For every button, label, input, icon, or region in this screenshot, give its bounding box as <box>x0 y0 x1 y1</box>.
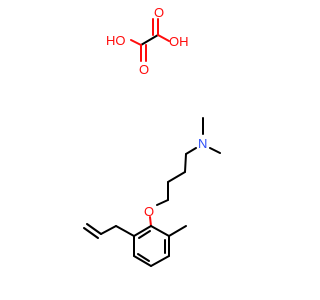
ring-double-2 <box>137 253 150 262</box>
allyl-double-1 <box>86 223 102 235</box>
ring-bond-4 <box>133 255 152 267</box>
oxalic-oh-left-label: HO <box>106 33 126 48</box>
oxalic-acid: HO OH O O <box>106 5 189 77</box>
amine-ether-molecule: N O <box>83 117 221 267</box>
oxalic-right-c-oh <box>157 34 170 42</box>
oxalic-o-left-label: O <box>139 62 149 77</box>
ether-o-label: O <box>144 204 154 219</box>
chain-bond-1 <box>184 153 187 173</box>
allyl-double-2 <box>83 227 99 239</box>
oxalic-cc-bond <box>140 34 159 46</box>
oxalic-o-right-label: O <box>154 5 164 20</box>
allyl-bond-2 <box>100 225 117 235</box>
chain-ether-bond <box>156 199 169 206</box>
ring-bond-1 <box>150 225 170 237</box>
ring-methyl-bond <box>168 225 187 237</box>
oxalic-oh-right-label: OH <box>169 34 189 49</box>
n-chain-bond <box>185 147 197 155</box>
ether-ring-bond <box>149 216 152 227</box>
amine-n-label: N <box>198 136 207 151</box>
molecule-diagram: HO OH O O N O <box>83 5 221 267</box>
ring-double-3 <box>138 230 151 239</box>
oxalic-left-c-oh <box>130 39 142 46</box>
chain-bond-2 <box>167 171 186 183</box>
n-methyl-bond-right <box>209 147 221 154</box>
ring-bond-3 <box>150 255 170 267</box>
ring-bond-6 <box>133 225 152 237</box>
allyl-bond-1 <box>115 225 135 237</box>
